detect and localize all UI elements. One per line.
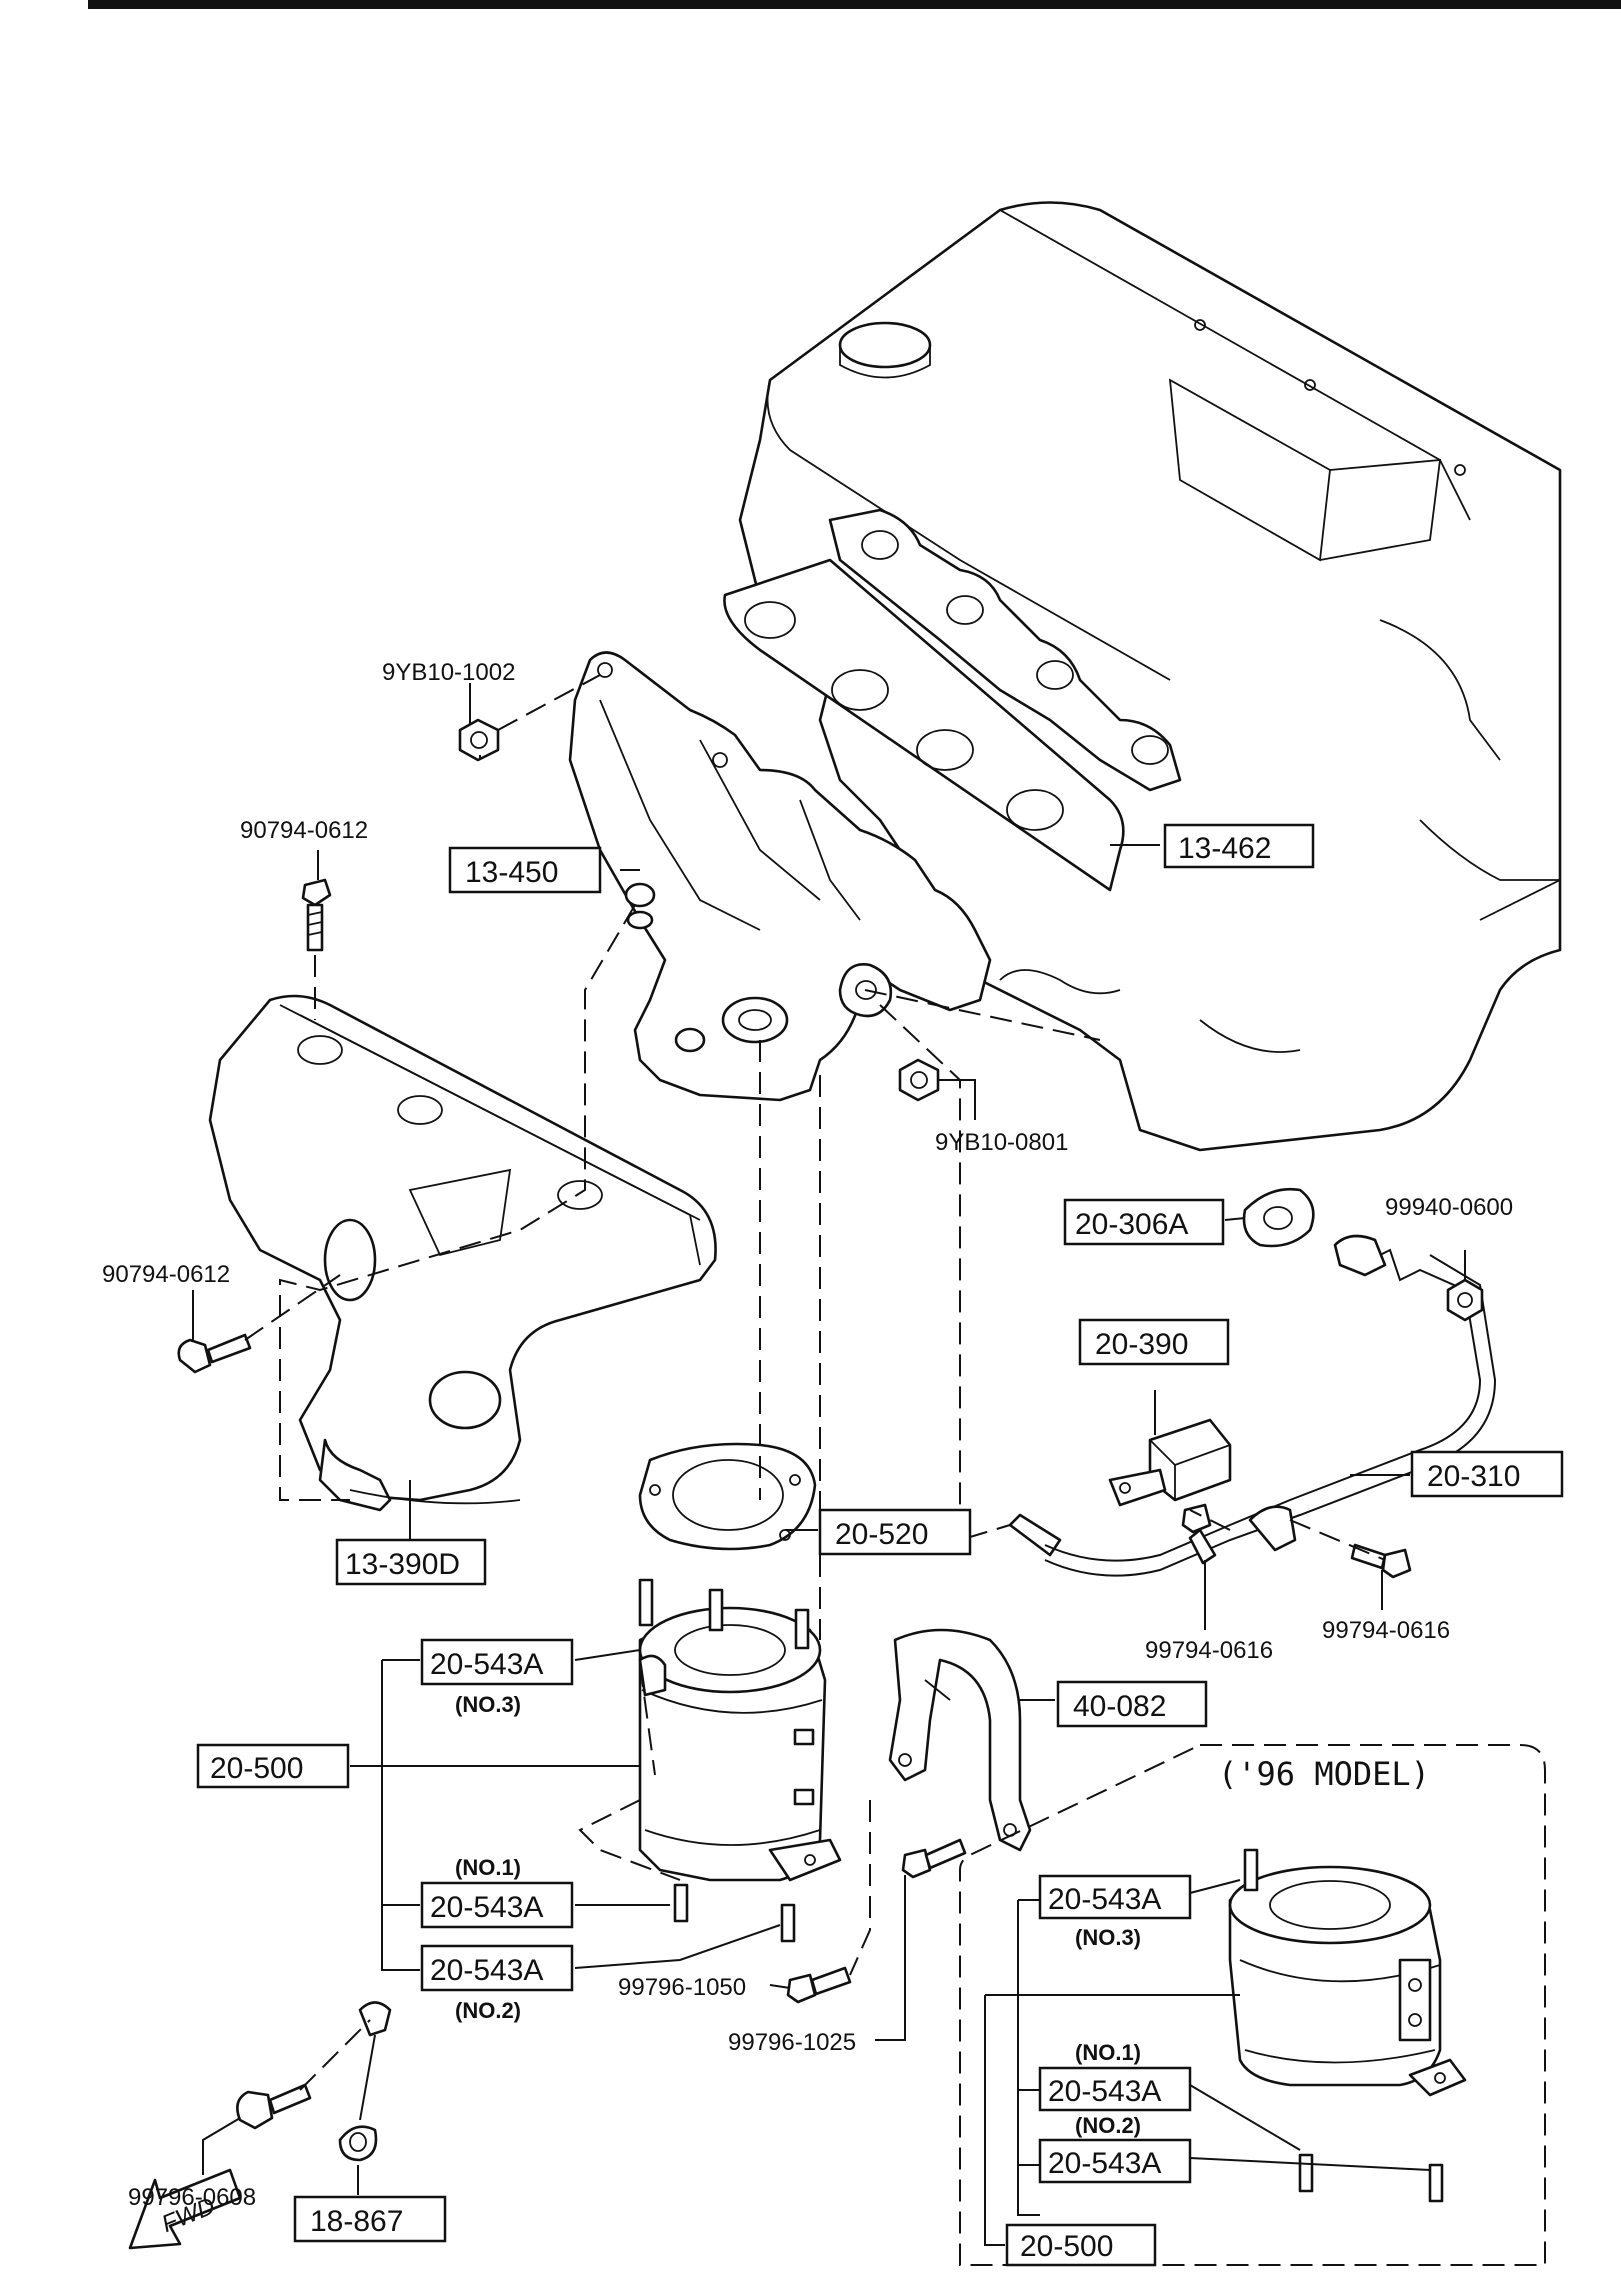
label-99796-1025: 99796-1025 [728,2029,856,2056]
label-20-306a: 20-306A [1075,1208,1188,1241]
fwd-arrow-icon [128,2168,242,2250]
label-99796-0608: 99796-0608 [128,2184,256,2211]
bolt-99796-1050 [786,1966,852,2004]
label-13-450: 13-450 [465,856,558,889]
box-18-867 [293,2195,447,2243]
box-20-500 [196,1743,350,1789]
label-96-no3: (NO.3) [1075,1925,1141,1950]
label-model-96-title: ('96 MODEL) [1218,1755,1430,1793]
box-20-543a-no1 [420,1881,574,1929]
exhaust-manifold-gasket [723,508,1182,892]
label-20-390: 20-390 [1095,1328,1188,1361]
catalyst-gasket-20-520 [638,1442,817,1551]
bolt-90794-0612-top [301,878,332,952]
label-9yb10-0801: 9YB10-0801 [935,1129,1068,1156]
label-20-500: 20-500 [210,1752,303,1785]
label-20-520: 20-520 [835,1518,928,1551]
box-13-450 [448,846,602,894]
label-no3: (NO.3) [455,1692,521,1717]
label-96-20-543a-no3: 20-543A [1048,1883,1161,1916]
bolt-99796-0608 [236,2083,312,2130]
solid-leaders [192,683,1466,2195]
heat-shield [208,994,717,1512]
oxygen-sensor-wire [338,2001,392,2162]
box-96-20-543a-no1 [1038,2066,1192,2112]
label-20-543a-no1: 20-543A [430,1891,543,1924]
top-border [88,0,1621,9]
manifold-bushing [626,910,654,930]
catalytic-converter [638,1606,842,1882]
label-18-867: 18-867 [310,2205,403,2238]
box-20-543a-no3 [420,1638,574,1686]
label-99940-0600: 99940-0600 [1385,1194,1513,1221]
pipe-gasket-20-306a [1242,1187,1315,1248]
box-20-543a-no2 [420,1944,574,1992]
label-9yb10-1002: 9YB10-1002 [382,659,515,686]
label-20-310: 20-310 [1427,1460,1520,1493]
label-99794-0616-a: 99794-0616 [1145,1637,1273,1664]
label-96-20-543a-no2: 20-543A [1048,2147,1161,2180]
label-99796-1050: 99796-1050 [618,1974,746,2001]
label-96-no1: (NO.1) [1075,2040,1141,2065]
egr-pipe-and-sensor [1008,1234,1497,1577]
box-13-390d [335,1538,487,1586]
box-40-082 [1056,1680,1208,1728]
label-99794-0616-b: 99794-0616 [1322,1617,1450,1644]
catalyst-bracket [888,1628,1032,1852]
part-labels: 9YB10-1002 13-450 13-462 90794-0612 9079… [102,659,1564,2243]
label-90794-0612-top: 90794-0612 [240,817,368,844]
label-96-no2: (NO.2) [1075,2113,1141,2138]
label-96-20-500: 20-500 [1020,2230,1113,2263]
model-96-labels: ('96 MODEL) 20-543A (NO.3) (NO.1) 20-543… [1005,1755,1430,2267]
bolt-99796-1025 [901,1838,967,1879]
bolt-99794-0616-b [1350,1543,1412,1579]
box-96-20-500 [1005,2223,1157,2267]
label-13-462: 13-462 [1178,832,1271,865]
box-96-20-543a-no2 [1038,2138,1192,2184]
stud-bolts [638,1578,810,1943]
label-13-390d: 13-390D [345,1548,460,1581]
pipe-bracket-20-390 [1108,1418,1232,1507]
leader-lines [244,674,1386,2091]
nut-9yb10-0801 [898,1058,940,1102]
exhaust-manifold [568,651,992,1102]
label-20-543a-no2: 20-543A [430,1954,543,1987]
label-96-20-543a-no1: 20-543A [1048,2075,1161,2108]
box-20-306a [1063,1198,1225,1246]
model-96-inset [959,1744,1546,2266]
label-no1: (NO.1) [455,1855,521,1880]
bolt-99794-0616-a [1181,1503,1217,1565]
label-40-082: 40-082 [1073,1690,1166,1723]
bolt-90794-0612-left [177,1333,252,1374]
label-20-543a-no3: 20-543A [430,1648,543,1681]
nut-99940-0600 [1446,1278,1484,1322]
label-no2: (NO.2) [455,1998,521,2023]
box-13-462 [1163,823,1315,869]
box-20-390 [1078,1318,1230,1366]
label-90794-0612-left: 90794-0612 [102,1261,230,1288]
box-20-520 [818,1508,972,1556]
box-96-20-543a-no3 [1038,1874,1192,1920]
nut-9yb10-1002 [458,718,500,762]
box-20-310 [1410,1450,1564,1498]
